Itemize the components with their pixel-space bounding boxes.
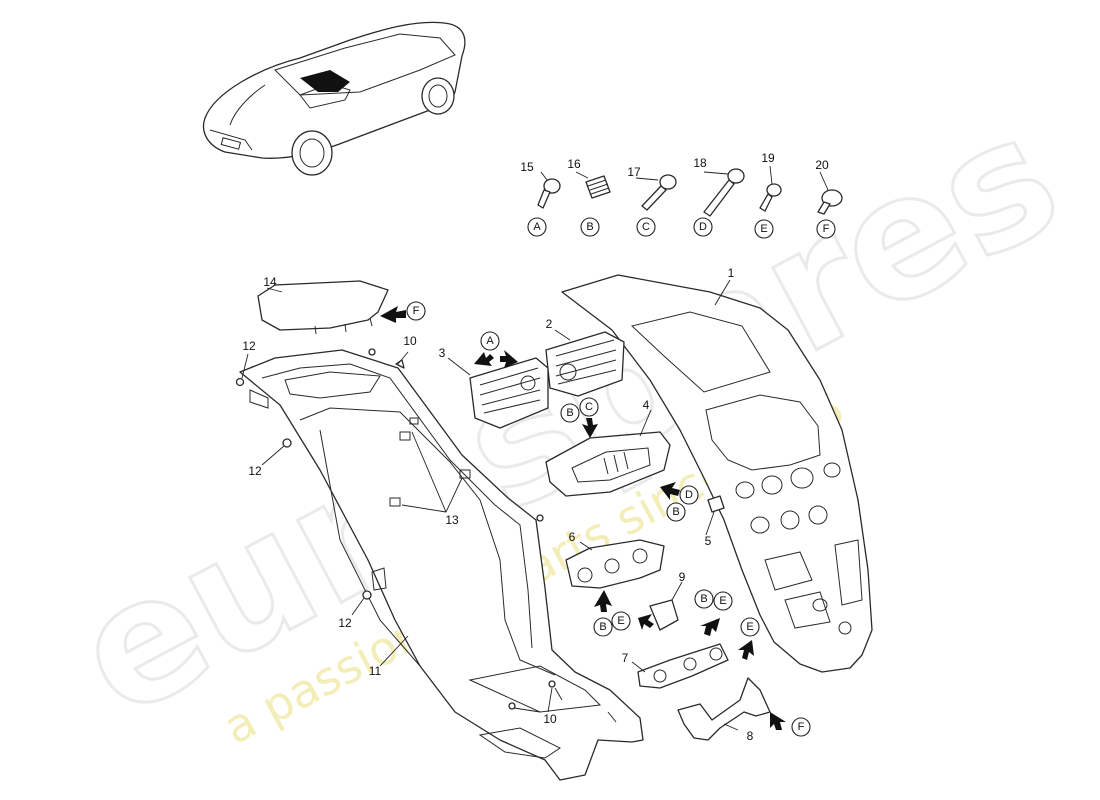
ref-4-B: B	[560, 403, 580, 423]
svg-text:D: D	[699, 221, 707, 233]
ref-3-A: A	[480, 331, 500, 351]
part-number-16: 16	[567, 157, 581, 171]
svg-text:B: B	[700, 593, 707, 605]
ref-4-D: D	[679, 485, 699, 505]
trim-cover	[257, 280, 389, 335]
ref-18-D: D	[693, 217, 713, 237]
fastener-row	[537, 168, 843, 217]
part-number-2: 2	[546, 317, 553, 331]
part-number-12-bottom: 12	[338, 616, 352, 630]
part-number-7: 7	[622, 651, 629, 665]
part-number-8: 8	[747, 729, 754, 743]
bolt-18	[703, 168, 745, 217]
small-clips	[235, 348, 556, 710]
ref-9-E: E	[713, 591, 733, 611]
ref-9-B: B	[694, 589, 714, 609]
ref-16-B: B	[580, 217, 600, 237]
air-vent-left	[469, 357, 549, 429]
part-number-14: 14	[263, 275, 277, 289]
lower-switch-pack	[637, 643, 729, 689]
part-number-19: 19	[761, 151, 775, 165]
svg-text:D: D	[685, 489, 693, 501]
ref-17-C: C	[636, 217, 656, 237]
part-number-20: 20	[815, 158, 829, 172]
part-number-18: 18	[693, 156, 707, 170]
ref-14-F: F	[406, 301, 426, 321]
fastener-references: A B C D E F F A B C D B B E B E E F	[406, 217, 836, 737]
part-number-10-top: 10	[403, 334, 417, 348]
ref-6-B: B	[593, 617, 613, 637]
part-number-9: 9	[679, 570, 686, 584]
mounting-bracket	[677, 677, 771, 741]
part-number-11: 11	[369, 664, 382, 678]
console-frame	[239, 349, 644, 781]
ref-15-A: A	[527, 217, 547, 237]
svg-text:B: B	[566, 407, 573, 419]
part-number-10-bottom: 10	[543, 712, 557, 726]
bolt-15	[537, 178, 561, 209]
direction-arrows	[380, 306, 786, 730]
svg-text:A: A	[486, 335, 494, 347]
part-number-3: 3	[439, 346, 446, 360]
svg-text:E: E	[617, 615, 624, 627]
svg-text:B: B	[672, 506, 679, 518]
svg-text:C: C	[585, 401, 593, 413]
part-number-13: 13	[445, 513, 459, 527]
svg-text:E: E	[719, 595, 726, 607]
svg-text:F: F	[798, 721, 805, 733]
svg-text:E: E	[760, 223, 767, 235]
svg-text:A: A	[533, 221, 541, 233]
leader-lines	[241, 165, 829, 731]
ref-8-F: F	[791, 717, 811, 737]
car-overview	[202, 21, 466, 176]
part-number-5: 5	[705, 534, 712, 548]
bolt-17	[641, 174, 677, 211]
spring-16	[585, 175, 611, 199]
air-vent-right	[545, 331, 625, 397]
svg-text:F: F	[413, 305, 420, 317]
part-number-6: 6	[569, 530, 576, 544]
part-number-17: 17	[627, 165, 641, 179]
svg-text:B: B	[586, 221, 593, 233]
ref-4-C: C	[579, 397, 599, 417]
bolt-19	[759, 183, 782, 212]
part-numbers: 15 16 17 18 19 20 1 2 3 4 5 6 7 8 9 10 1…	[242, 151, 829, 743]
svg-text:C: C	[642, 221, 650, 233]
hazard-switch	[649, 599, 679, 631]
part-number-1: 1	[728, 266, 735, 280]
svg-text:F: F	[823, 223, 830, 235]
part-number-12-middle: 12	[248, 464, 262, 478]
svg-text:B: B	[599, 621, 606, 633]
screw-20	[817, 189, 843, 215]
clip	[707, 495, 725, 513]
ref-6-E: E	[611, 611, 631, 631]
ref-20-F: F	[816, 219, 836, 239]
svg-text:E: E	[746, 621, 753, 633]
part-number-4: 4	[643, 398, 650, 412]
switch-bezel	[545, 431, 671, 497]
switch-pack	[565, 539, 665, 589]
ref-4-B-lower: B	[666, 502, 686, 522]
part-number-15: 15	[520, 160, 534, 174]
dashboard-fascia	[561, 274, 873, 673]
ref-8-E: E	[740, 617, 760, 637]
ref-19-E: E	[754, 219, 774, 239]
part-number-12-top: 12	[242, 339, 256, 353]
